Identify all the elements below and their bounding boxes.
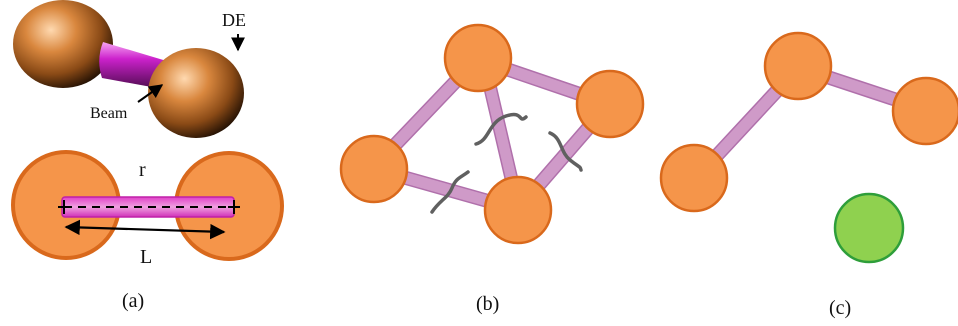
sphere-right: [148, 48, 244, 138]
break-mark: [548, 131, 583, 172]
particle: [659, 143, 729, 213]
free-particle: [833, 192, 905, 264]
panel-a: DE Beam r L (a): [11, 0, 284, 312]
label-beam: Beam: [90, 105, 128, 122]
particle: [483, 175, 553, 245]
label-L: L: [140, 246, 152, 268]
particle: [575, 69, 645, 139]
beam-pointer-arrow: [137, 84, 164, 103]
panel-c: (c): [659, 31, 958, 319]
caption-a: (a): [122, 290, 144, 312]
sphere-left: [13, 0, 113, 88]
label-de: DE: [222, 10, 246, 30]
particle: [763, 31, 833, 101]
beam-2d-schematic: r L: [11, 150, 284, 268]
length-arrow: [64, 219, 226, 240]
panel-b: (b): [339, 23, 645, 315]
caption-b: (b): [476, 293, 499, 315]
broken-bond-marks: [430, 112, 583, 214]
particle: [443, 23, 513, 93]
break-mark: [430, 170, 470, 214]
label-r: r: [139, 159, 146, 181]
break-mark: [474, 112, 528, 146]
beam-3d-model: DE Beam: [13, 0, 246, 138]
particle: [891, 76, 958, 146]
caption-c: (c): [829, 297, 851, 319]
particle: [339, 134, 409, 204]
